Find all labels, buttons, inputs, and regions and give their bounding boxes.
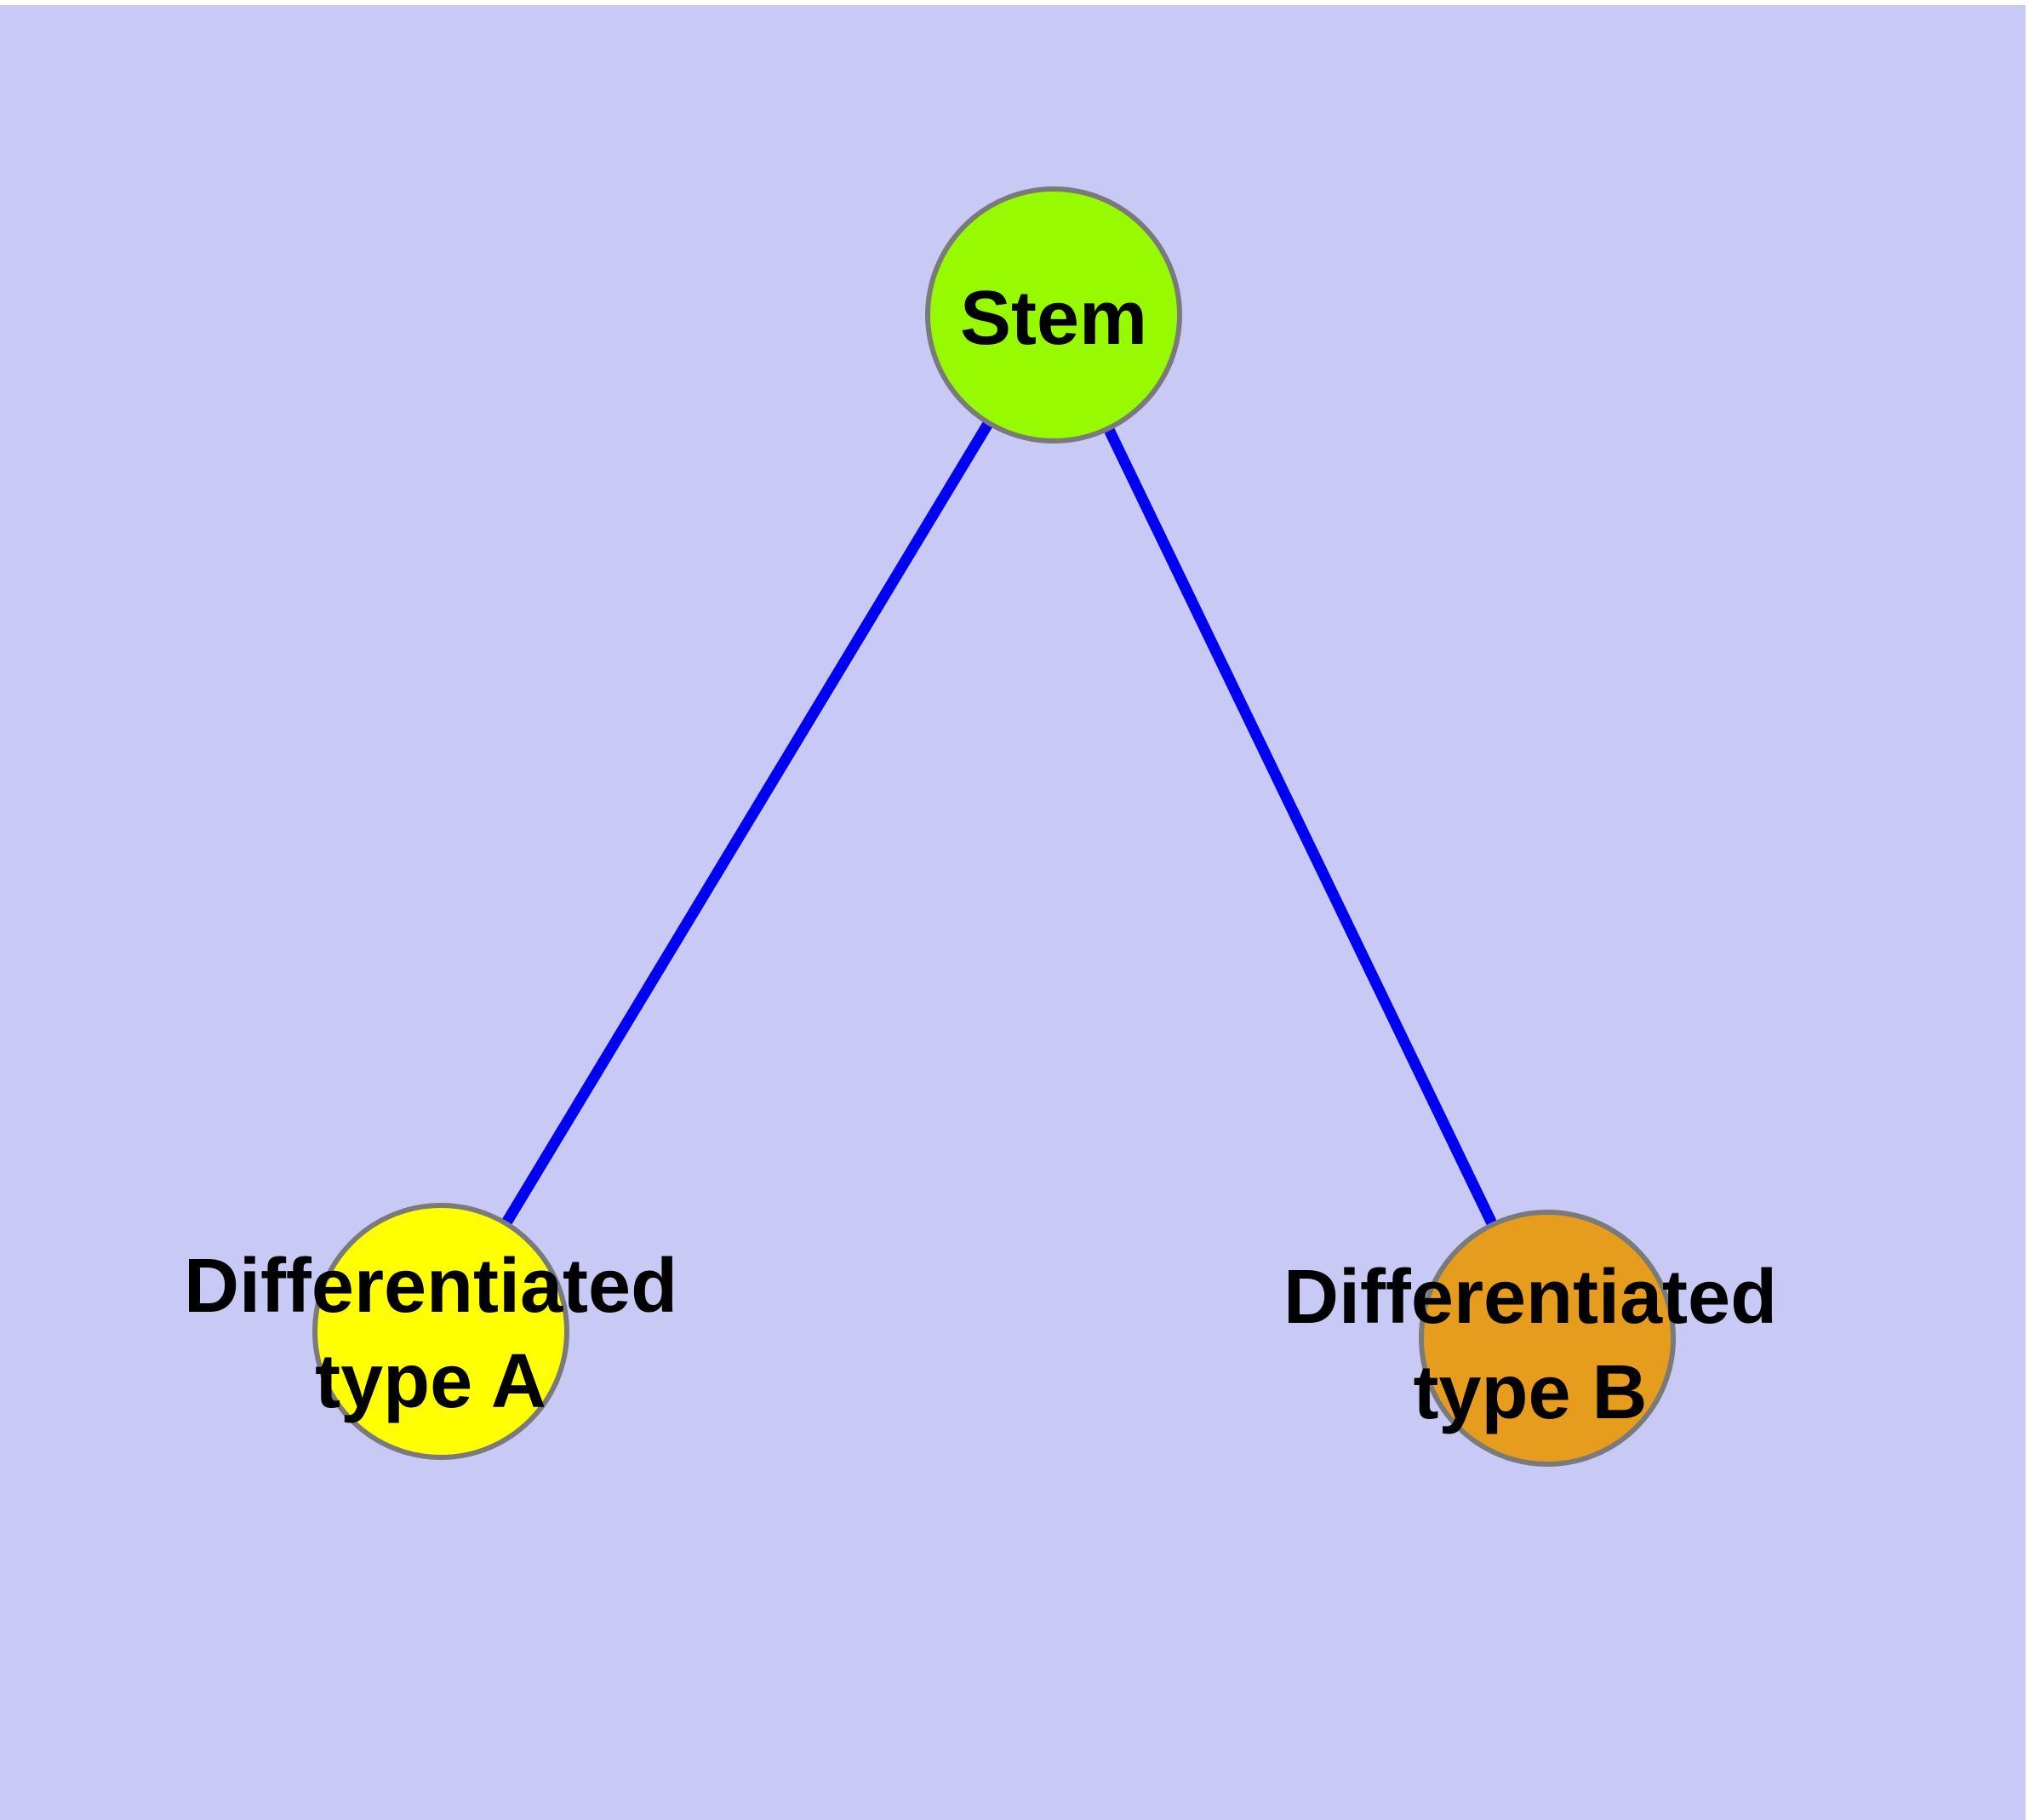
node-type-b-circle[interactable]: [1419, 1210, 1676, 1467]
node-type-b-label-line1: Differentiated: [1283, 1255, 1778, 1340]
edge-stem-to-type-b: [1049, 312, 1552, 1341]
node-type-a-circle[interactable]: [312, 1203, 569, 1460]
node-type-a-label-line2: type A: [315, 1339, 546, 1424]
node-type-a-label: Differentiated type A: [184, 1239, 677, 1429]
edge-stem-to-type-a: [436, 312, 1059, 1335]
node-type-b-label: Differentiated type B: [1283, 1250, 1777, 1440]
node-stem-label: Stem: [959, 276, 1148, 361]
node-stem-circle[interactable]: [925, 186, 1182, 444]
node-type-b-label-line2: type B: [1413, 1350, 1648, 1435]
node-type-a-label-line1: Differentiated: [183, 1244, 678, 1329]
